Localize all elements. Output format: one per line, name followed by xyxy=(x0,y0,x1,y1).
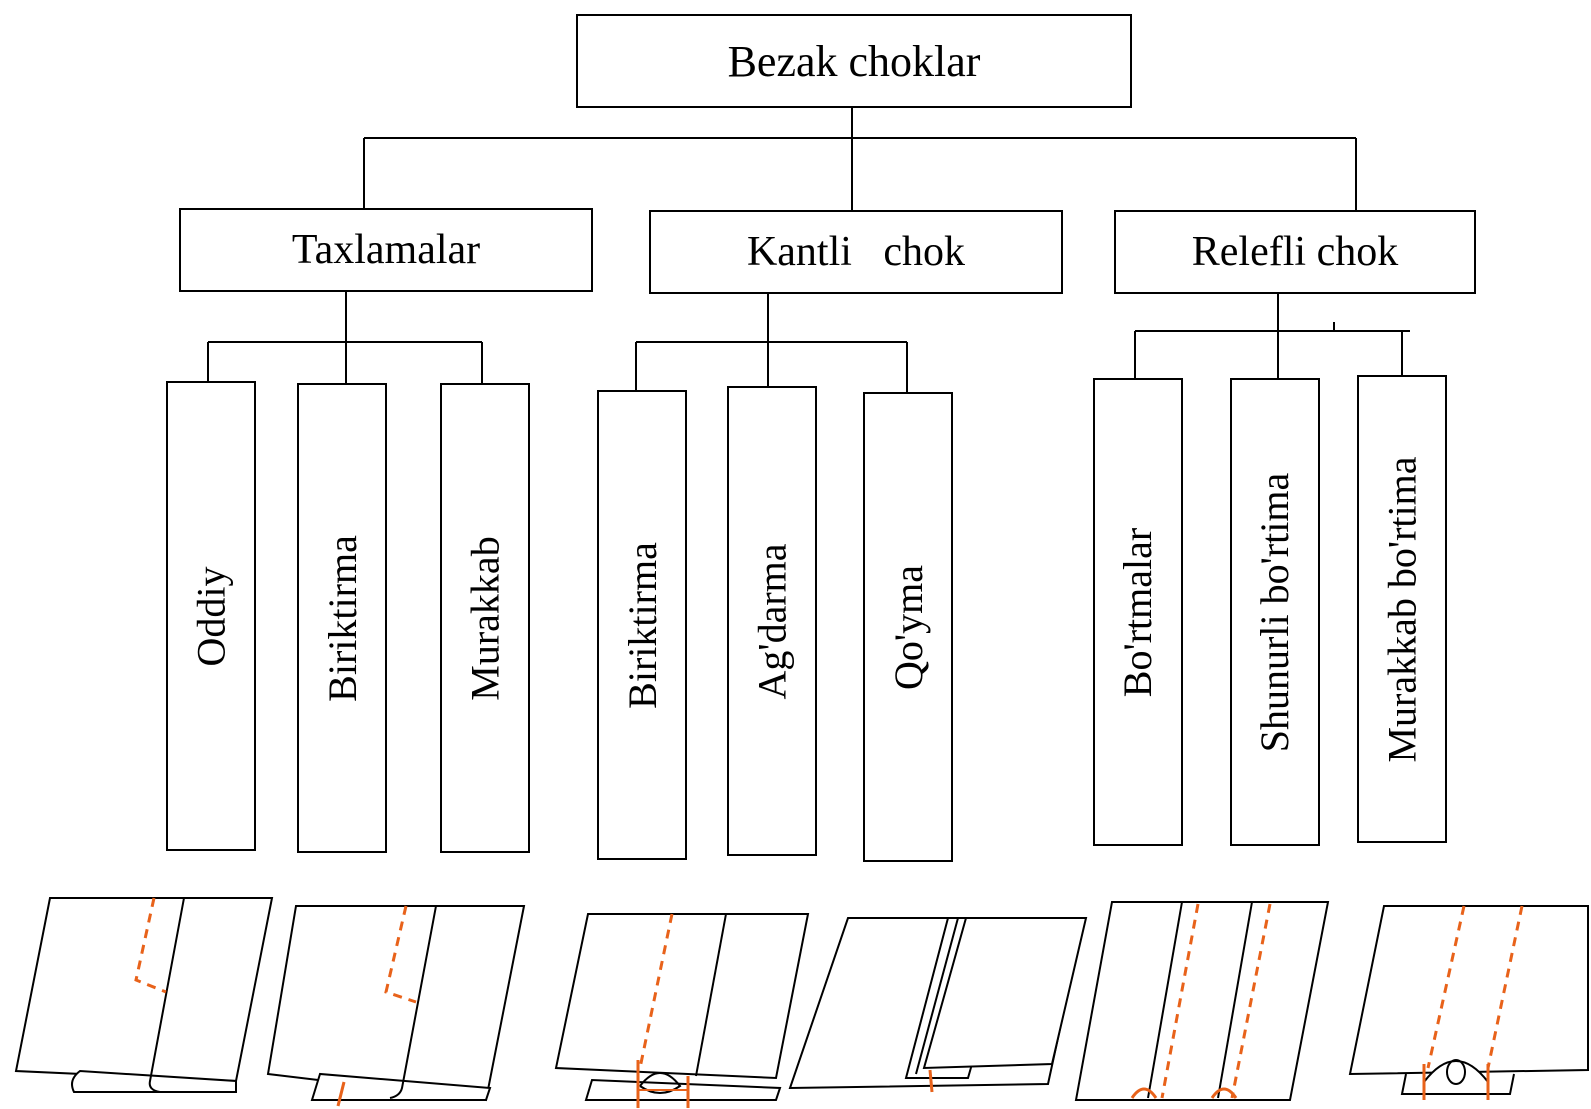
leaf-murakkab-bortima: Murakkab bo'rtima xyxy=(1357,375,1447,843)
category-label: Kantli chok xyxy=(746,229,966,275)
leaf-bortmalar: Bo'rtmalar xyxy=(1093,378,1183,846)
leaf-oddiy: Oddiy xyxy=(166,381,256,851)
leaf-shunurli-bortima: Shunurli bo'rtima xyxy=(1230,378,1320,846)
kantli-biriktirma-sketch xyxy=(554,913,810,1108)
leaf-qoyma: Qo'yma xyxy=(863,392,953,862)
root-label: Bezak choklar xyxy=(727,36,981,86)
shnurli-bortma-sketch xyxy=(1348,905,1589,1100)
category-relefli-chok: Relefli chok xyxy=(1114,210,1476,294)
category-taxlamalar: Taxlamalar xyxy=(179,208,593,292)
leaf-biriktirma-kant: Biriktirma xyxy=(597,390,687,860)
leaf-biriktirma-taxlama: Biriktirma xyxy=(297,383,387,853)
category-label: Relefli chok xyxy=(1191,229,1399,275)
category-kantli-chok: Kantli chok xyxy=(649,210,1063,294)
biriktirma-taxlama-sketch xyxy=(266,905,526,1107)
oddiy-taxlama-sketch xyxy=(14,897,274,1093)
leaf-agdarma: Ag'darma xyxy=(727,386,817,856)
bortma-sketch xyxy=(1074,901,1330,1101)
leaf-murakkab: Murakkab xyxy=(440,383,530,853)
root-node: Bezak choklar xyxy=(576,14,1132,108)
qoyma-kant-sketch xyxy=(788,917,1088,1093)
category-label: Taxlamalar xyxy=(291,227,481,273)
